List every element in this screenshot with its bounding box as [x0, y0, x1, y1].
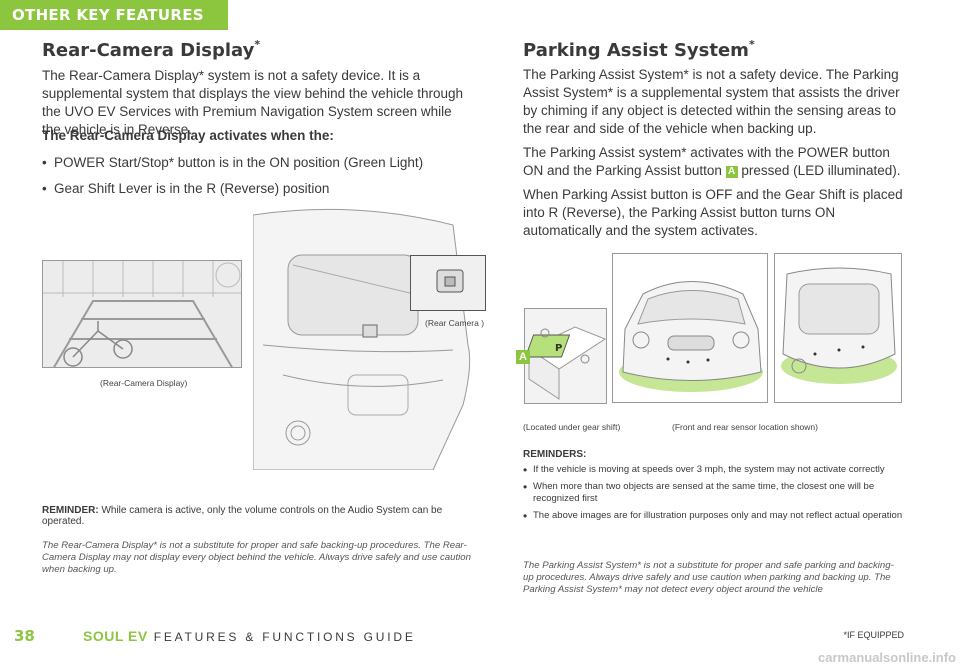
parking-assist-para-3: When Parking Assist button is OFF and th… [523, 187, 903, 238]
svg-text:P: P [555, 343, 562, 354]
section-tab: OTHER KEY FEATURES [0, 0, 228, 30]
parking-assist-title: Parking Assist System* [523, 38, 755, 61]
car-rear-icon [253, 208, 471, 470]
parking-assist-title-text: Parking Assist System [523, 40, 749, 61]
rear-camera-disclaimer: The Rear-Camera Display* is not a substi… [42, 540, 471, 575]
parking-assist-button-image: P [524, 308, 607, 404]
rear-car-sensors-icon [781, 267, 897, 384]
rear-camera-intro: The Rear-Camera Display* system is not a… [42, 68, 463, 137]
list-item: Gear Shift Lever is in the R (Reverse) p… [42, 180, 472, 198]
rear-camera-title-text: Rear-Camera Display [42, 40, 255, 61]
rear-camera-closeup [410, 255, 486, 311]
list-item: POWER Start/Stop* button is in the ON po… [42, 154, 472, 172]
activation-conditions: POWER Start/Stop* button is in the ON po… [42, 154, 472, 206]
activates-heading: The Rear-Camera Display activates when t… [42, 128, 334, 143]
title-mark: * [254, 38, 261, 51]
list-item: The above images are for illustration pu… [523, 510, 903, 522]
list-item: When more than two objects are sensed at… [523, 481, 903, 505]
front-sensor-image [612, 253, 768, 403]
figure-label-a: A [516, 350, 530, 364]
reminder-label: REMINDER: [42, 505, 99, 516]
parking-assist-para-1: The Parking Assist System* is not a safe… [523, 67, 900, 136]
para-2-text-b: pressed (LED illuminated). [741, 163, 901, 178]
rear-sensor-image [774, 253, 902, 403]
button-a-badge: A [725, 166, 738, 178]
brand-name: SOUL EV [83, 628, 148, 644]
camera-icon [436, 269, 464, 293]
parking-button-icon: P [525, 309, 606, 403]
reminders-heading: REMINDERS: [523, 449, 586, 460]
parking-assist-disclaimer: The Parking Assist System* is not a subs… [523, 560, 894, 595]
reminder-text: While camera is active, only the volume … [42, 505, 443, 527]
backyard-scene-icon [43, 261, 241, 367]
reminders-heading-text: REMINDERS: [523, 449, 587, 460]
guide-name: FEATURES & FUNCTIONS GUIDE [153, 630, 416, 644]
button-location-caption: (Located under gear shift) [523, 422, 621, 432]
title-mark: * [748, 38, 755, 51]
front-car-sensors-icon [619, 281, 763, 392]
rear-camera-display-image [42, 260, 242, 368]
car-rear-image [253, 205, 483, 470]
rear-camera-caption: (Rear Camera ) [425, 318, 485, 328]
rear-camera-display-caption: (Rear-Camera Display) [100, 378, 188, 388]
sensor-location-caption: (Front and rear sensor location shown) [672, 422, 818, 432]
parking-assist-para-2: The Parking Assist system* activates wit… [523, 144, 909, 180]
if-equipped-note: *IF EQUIPPED [843, 630, 904, 640]
list-item: If the vehicle is moving at speeds over … [523, 464, 903, 476]
page-number: 38 [14, 627, 35, 645]
rear-camera-title: Rear-Camera Display* [42, 38, 261, 61]
guide-title: SOUL EV FEATURES & FUNCTIONS GUIDE [83, 628, 416, 644]
watermark: carmanualsonline.info [818, 650, 956, 665]
para-2-text-a: The Parking Assist system* activates wit… [523, 145, 890, 178]
rear-camera-reminder: REMINDER: While camera is active, only t… [42, 505, 482, 527]
reminders-list: If the vehicle is moving at speeds over … [523, 464, 903, 527]
